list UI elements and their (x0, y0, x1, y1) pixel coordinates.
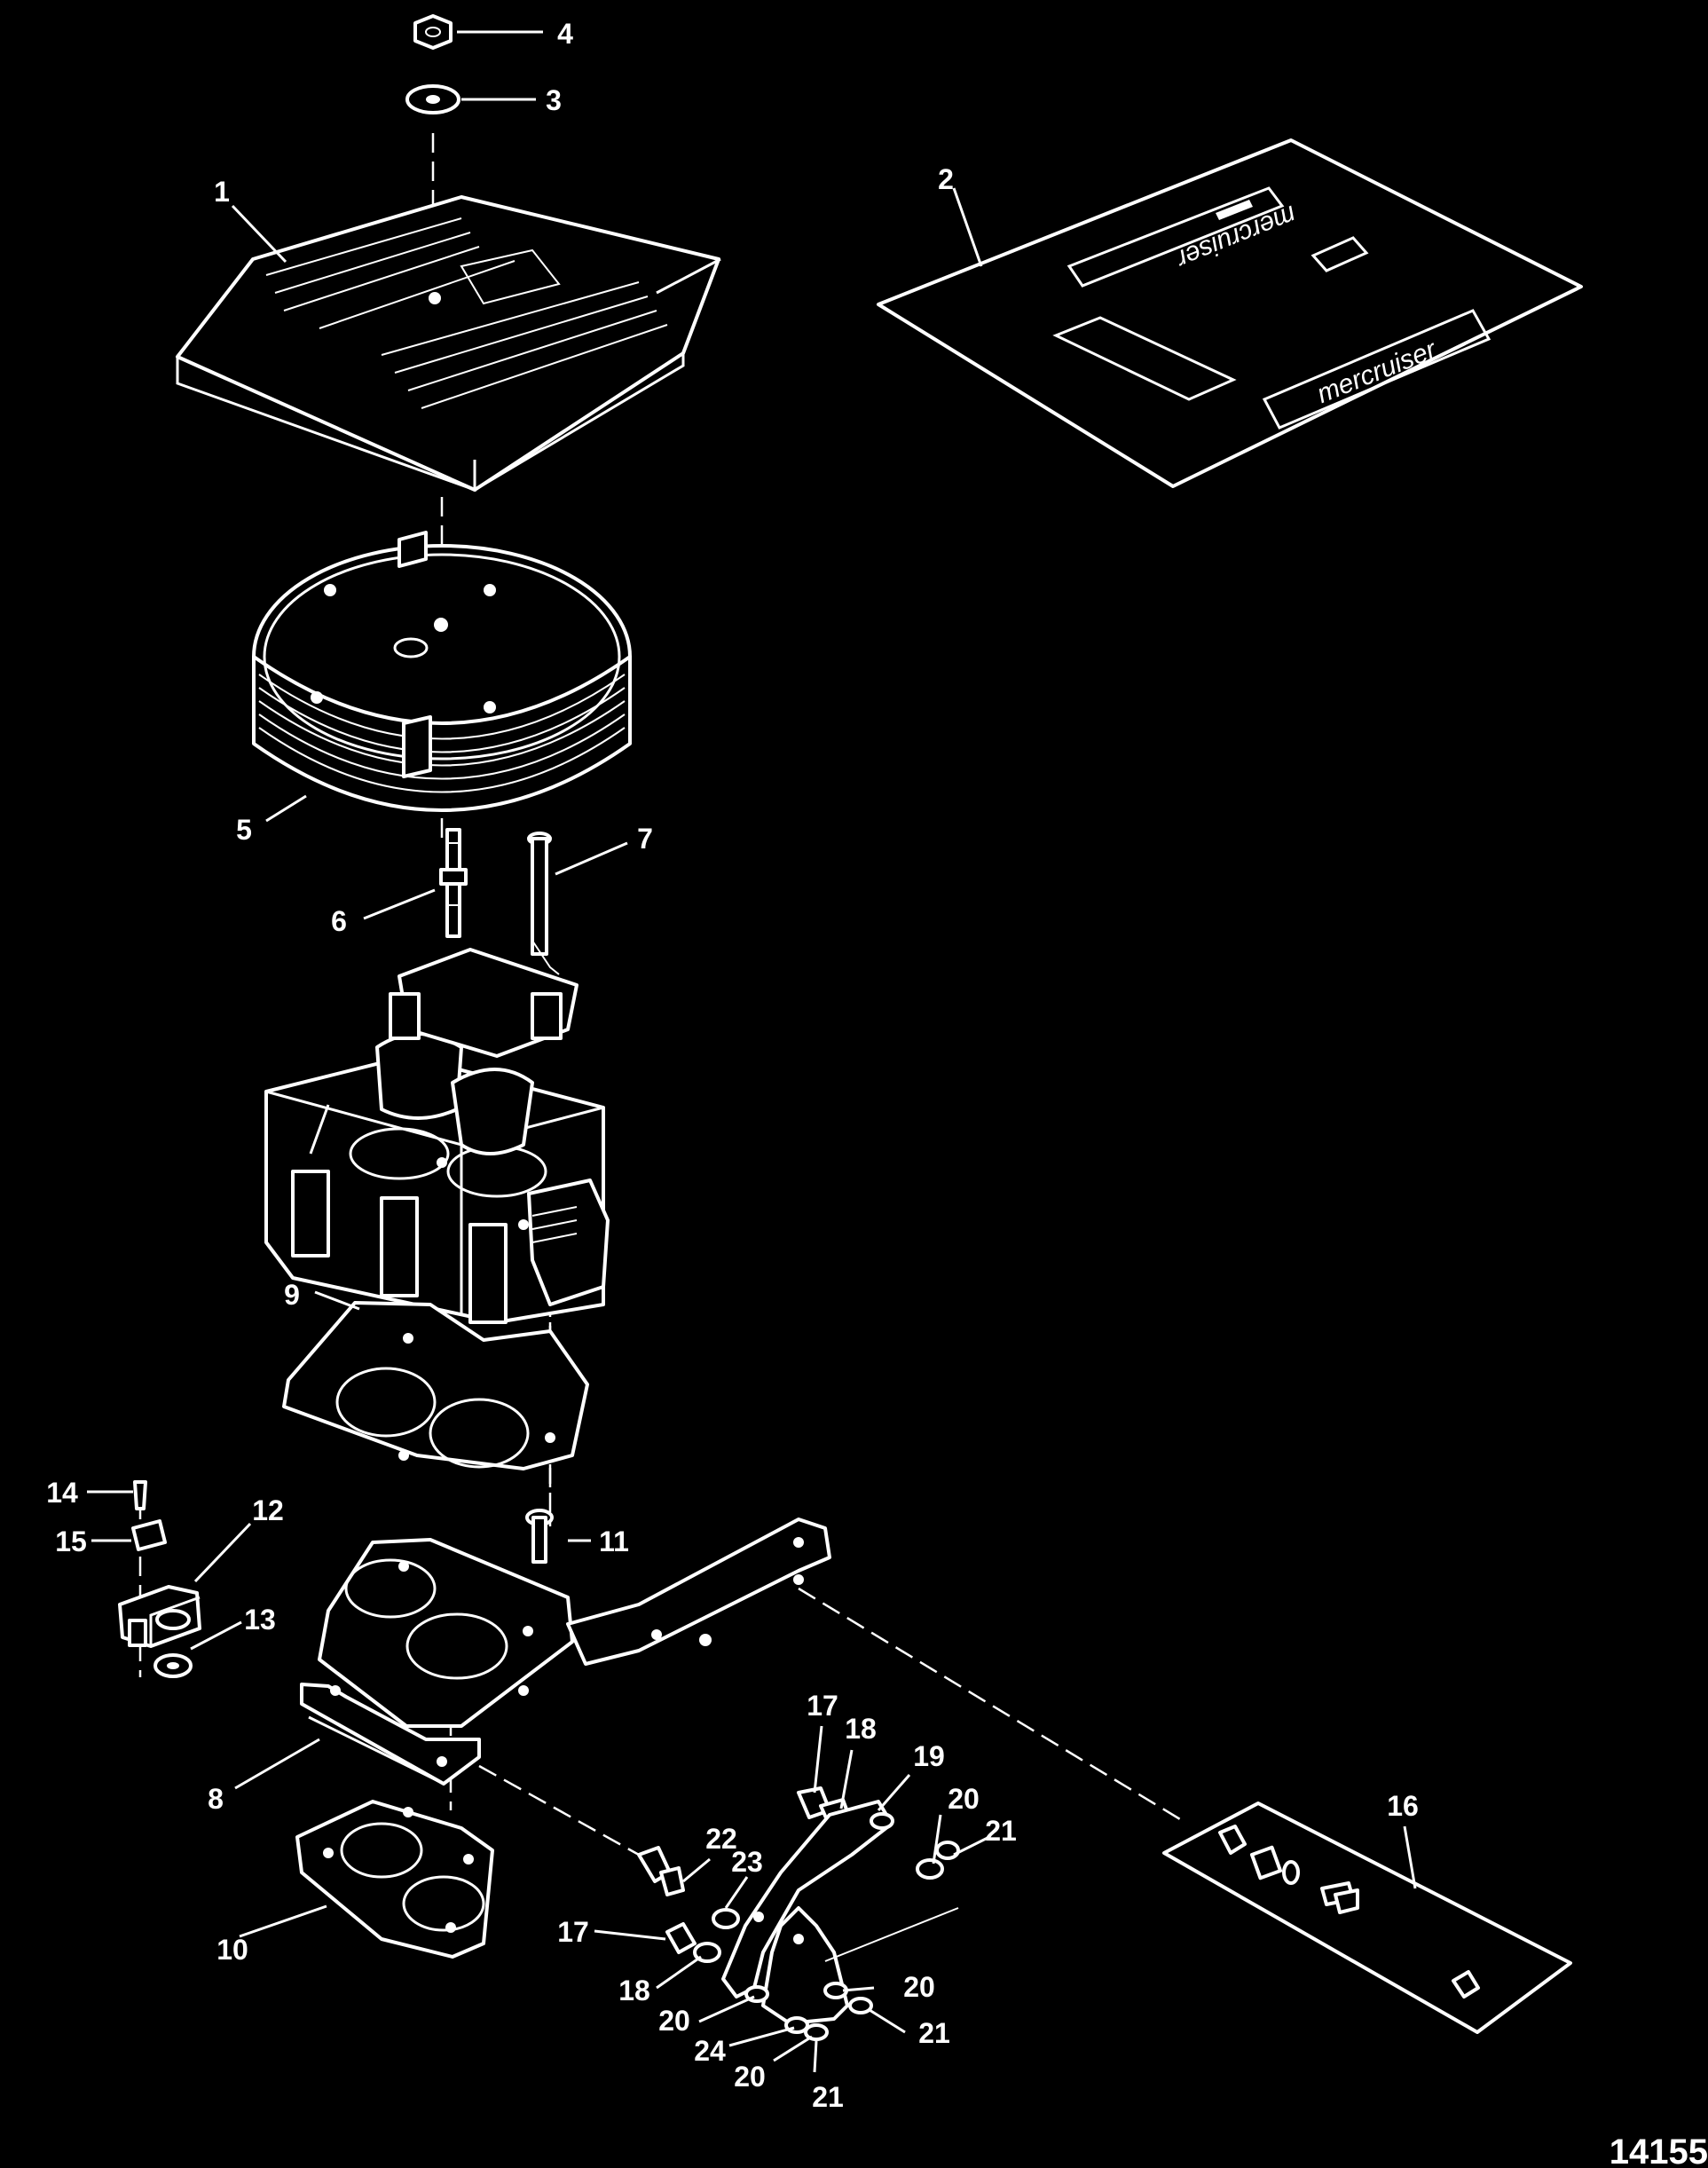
sensor-group-part (118, 1480, 201, 1678)
callout-17: 17 (807, 1690, 838, 1722)
callout-14: 14 (46, 1477, 78, 1509)
reference-number: 14155 (1610, 2133, 1708, 2168)
throttle-linkage-part (637, 1786, 960, 2041)
callout-24: 24 (694, 2035, 726, 2067)
stud-part (439, 828, 468, 938)
callout-11: 11 (599, 1525, 629, 1557)
callout-19: 19 (913, 1740, 945, 1772)
callout-9: 9 (284, 1279, 300, 1311)
callout-23: 23 (731, 1846, 763, 1878)
screw-part (527, 832, 560, 975)
leader-lines (87, 30, 1417, 2073)
callout-4: 4 (557, 18, 573, 50)
callout-3: 3 (546, 84, 562, 116)
callout-10: 10 (216, 1934, 248, 1966)
callout-8: 8 (208, 1783, 224, 1815)
callout-7: 7 (637, 823, 653, 855)
callout-5: 5 (236, 814, 252, 846)
callout-2: 2 (938, 163, 954, 195)
callout-13: 13 (244, 1604, 276, 1636)
flame-arrestor-cover-part (176, 195, 721, 493)
throttle-body-part (264, 948, 610, 1526)
callout-18-lower: 18 (618, 1975, 650, 2006)
callout-18: 18 (845, 1713, 877, 1745)
bolt-part (525, 1509, 554, 1564)
decal-sheet-part: mercruiser mercruiser (877, 138, 1583, 488)
callout-20-bottom: 20 (734, 2061, 766, 2093)
washer-part (405, 84, 460, 114)
callout-1: 1 (214, 176, 230, 208)
callout-17-lower: 17 (557, 1916, 589, 1948)
gasket-upper-part (282, 1301, 589, 1470)
gasket-lower-part (295, 1800, 494, 1959)
flame-arrestor-part (252, 531, 632, 812)
callout-labels: 4 3 1 2 5 6 7 9 11 14 15 12 13 8 10 16 1… (46, 18, 1419, 2113)
hardware-kit-part (1162, 1801, 1572, 2034)
callout-20-left: 20 (658, 2005, 690, 2037)
callout-20: 20 (948, 1783, 980, 1815)
callout-12: 12 (252, 1494, 284, 1526)
callout-21-right: 21 (918, 2017, 950, 2049)
adaptor-plate-part (300, 1518, 831, 1786)
callout-6: 6 (331, 905, 347, 937)
callout-22: 22 (705, 1823, 737, 1855)
callout-16: 16 (1387, 1790, 1419, 1822)
callout-20-right: 20 (903, 1971, 935, 2003)
callout-15: 15 (55, 1525, 87, 1557)
nut-part (413, 14, 453, 50)
callout-21-bottom: 21 (812, 2081, 844, 2113)
callout-21: 21 (985, 1815, 1017, 1847)
